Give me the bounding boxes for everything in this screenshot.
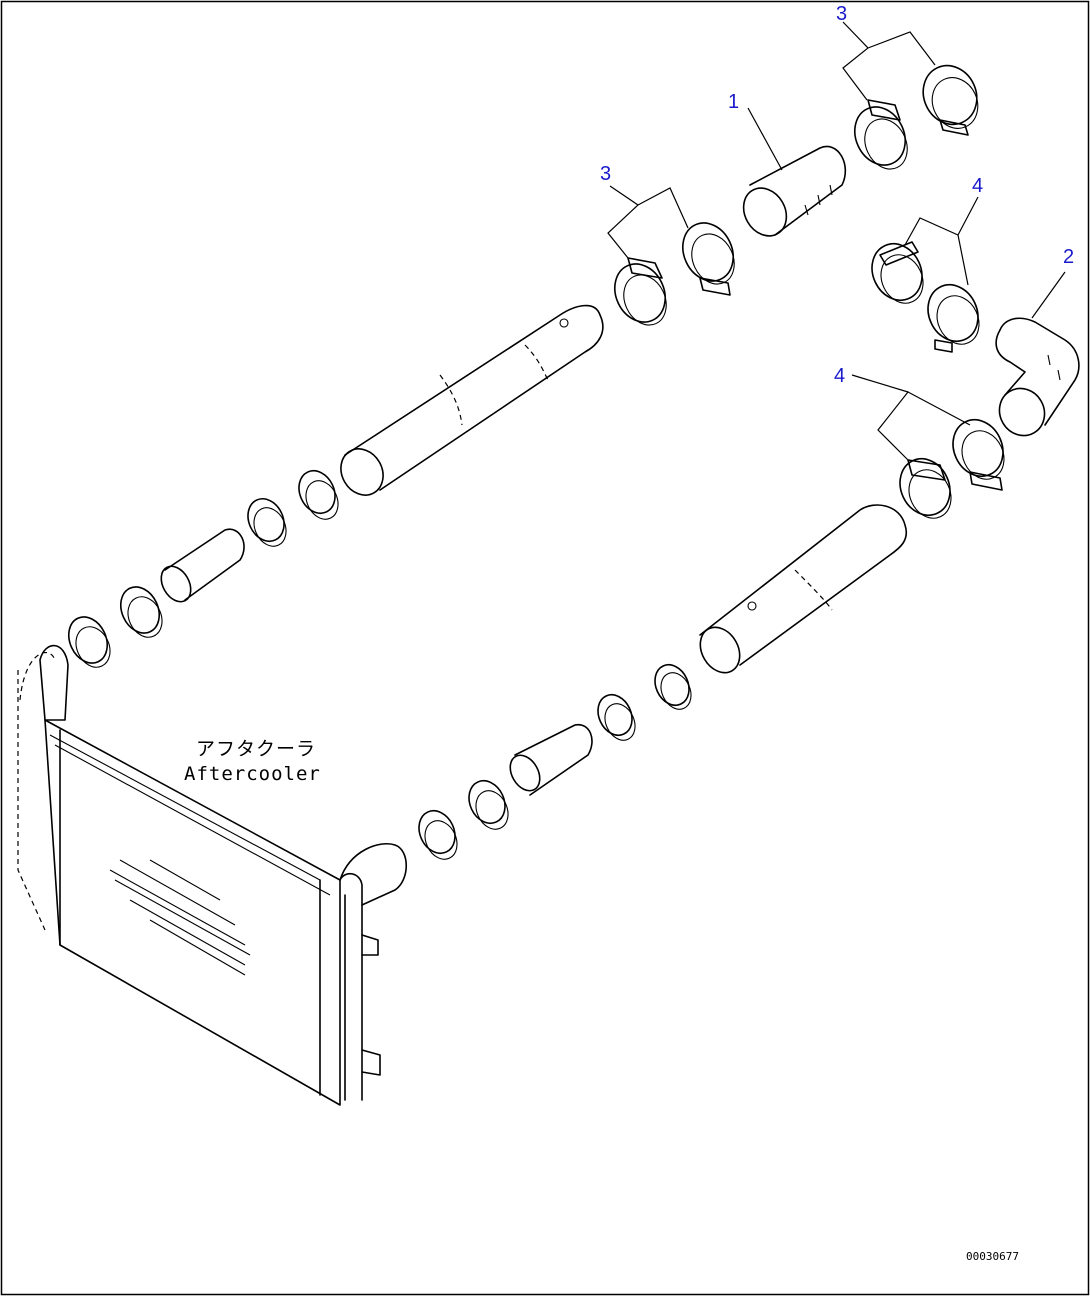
callout-3-mid: 3 — [600, 163, 611, 185]
part-3-clamps-mid — [614, 222, 735, 326]
leader-lines — [607, 21, 1066, 461]
part-1-hose — [742, 145, 847, 237]
lower-pipe-assembly — [699, 504, 908, 674]
part-4-clamps-top — [871, 241, 980, 353]
aftercooler-label-jp: アフタクーラ — [196, 738, 316, 760]
upper-pipe-assembly — [340, 304, 604, 496]
upper-clamps-far-left — [67, 586, 163, 668]
aftercooler-label-en: Aftercooler — [184, 763, 321, 785]
drawing-number: 00030677 — [966, 1250, 1019, 1263]
lower-hose — [509, 724, 593, 796]
part-2-elbow-hose — [995, 317, 1080, 437]
callout-4-top: 4 — [972, 175, 983, 197]
upper-hose-left — [160, 528, 245, 603]
part-4-clamps-low — [899, 419, 1005, 519]
callout-3-top: 3 — [836, 3, 847, 25]
callout-1: 1 — [728, 91, 739, 113]
callout-2: 2 — [1063, 246, 1074, 268]
callout-4-low: 4 — [834, 365, 845, 387]
aftercooler-core — [17, 644, 408, 1106]
upper-clamps-left — [247, 470, 339, 547]
part-3-clamps-top — [854, 64, 979, 170]
lower-clamps — [418, 664, 692, 860]
